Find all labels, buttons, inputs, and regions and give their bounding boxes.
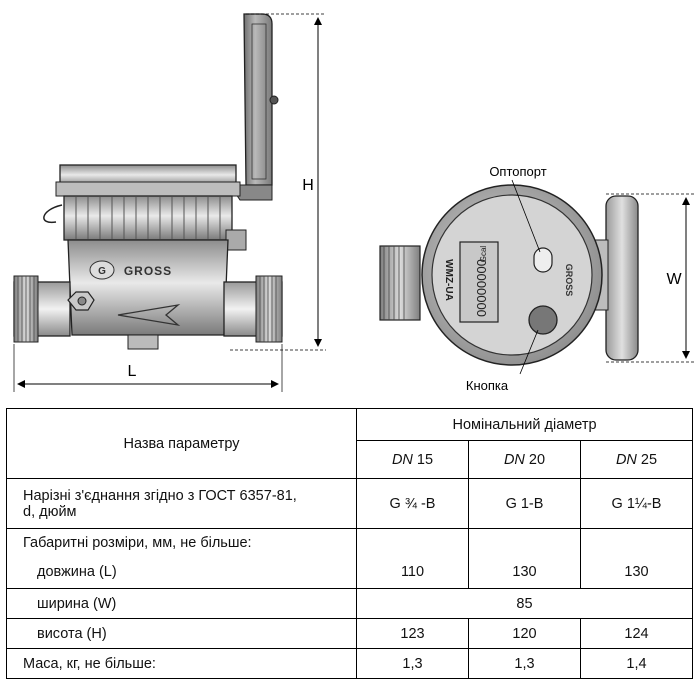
dimension-label-H: H — [302, 177, 314, 194]
table-row-height: висота (H) 123 120 124 — [6, 618, 693, 649]
height-label: висота (H) — [6, 618, 357, 649]
side-view: G GROSS — [13, 13, 283, 350]
height-value-dn20: 120 — [468, 618, 581, 649]
connection-value-dn25: G 1¼-B — [580, 478, 693, 529]
length-value-dn25: 130 — [580, 556, 693, 589]
connection-label: Нарізні з'єднання згідно з ГОСТ 6357-81,… — [6, 478, 357, 529]
front-view: 00000000 Gcal WMZ-UA GROSS — [379, 179, 639, 375]
model-label: WMZ-UA — [443, 259, 454, 301]
header-dn-25: DN 25 — [580, 440, 693, 479]
display-unit: Gcal — [479, 246, 488, 263]
length-value-dn15: 110 — [356, 556, 469, 589]
display-digits: 00000000 — [474, 259, 489, 317]
height-value-dn25: 124 — [580, 618, 693, 649]
table-row-dimensions-heading: Габаритні розміри, мм, не більше: — [6, 528, 693, 557]
dimensions-label: Габаритні розміри, мм, не більше: — [6, 528, 357, 557]
button-callout: Кнопка — [466, 378, 509, 393]
dimension-label-W: W — [666, 271, 682, 288]
meter-technical-drawing: G GROSS H L — [13, 13, 694, 393]
length-value-dn20: 130 — [468, 556, 581, 589]
table-row-width: ширина (W) 85 — [6, 588, 693, 619]
connection-value-dn15: G ¾ -B — [356, 478, 469, 529]
table-row-connection: Нарізні з'єднання згідно з ГОСТ 6357-81,… — [6, 478, 693, 529]
brand-label-front: GROSS — [564, 264, 574, 297]
length-label: довжина (L) — [6, 556, 357, 589]
specifications-table: Назва параметру Номінальний діаметр DN 1… — [6, 408, 693, 679]
brand-label-side: GROSS — [124, 264, 172, 278]
connection-value-dn20: G 1-B — [468, 478, 581, 529]
header-parameter-name: Назва параметру — [6, 408, 357, 479]
header-dn-20: DN 20 — [468, 440, 581, 479]
mass-value-dn15: 1,3 — [356, 648, 469, 679]
header-nominal-diameter: Номінальний діаметр — [356, 408, 693, 441]
svg-text:G: G — [98, 266, 106, 277]
mass-value-dn20: 1,3 — [468, 648, 581, 679]
dimension-label-L: L — [128, 363, 137, 380]
optoport-callout: Оптопорт — [489, 164, 546, 179]
table-row-length: довжина (L) 110 130 130 — [6, 556, 693, 589]
mass-value-dn25: 1,4 — [580, 648, 693, 679]
width-label: ширина (W) — [6, 588, 357, 619]
header-dn-15: DN 15 — [356, 440, 469, 479]
height-value-dn15: 123 — [356, 618, 469, 649]
mass-label: Маса, кг, не більше: — [6, 648, 357, 679]
width-value: 85 — [356, 588, 693, 619]
dimension-lines-front — [606, 193, 694, 363]
dimension-lines-side — [13, 13, 326, 392]
table-row-mass: Маса, кг, не більше: 1,3 1,3 1,4 — [6, 648, 693, 679]
